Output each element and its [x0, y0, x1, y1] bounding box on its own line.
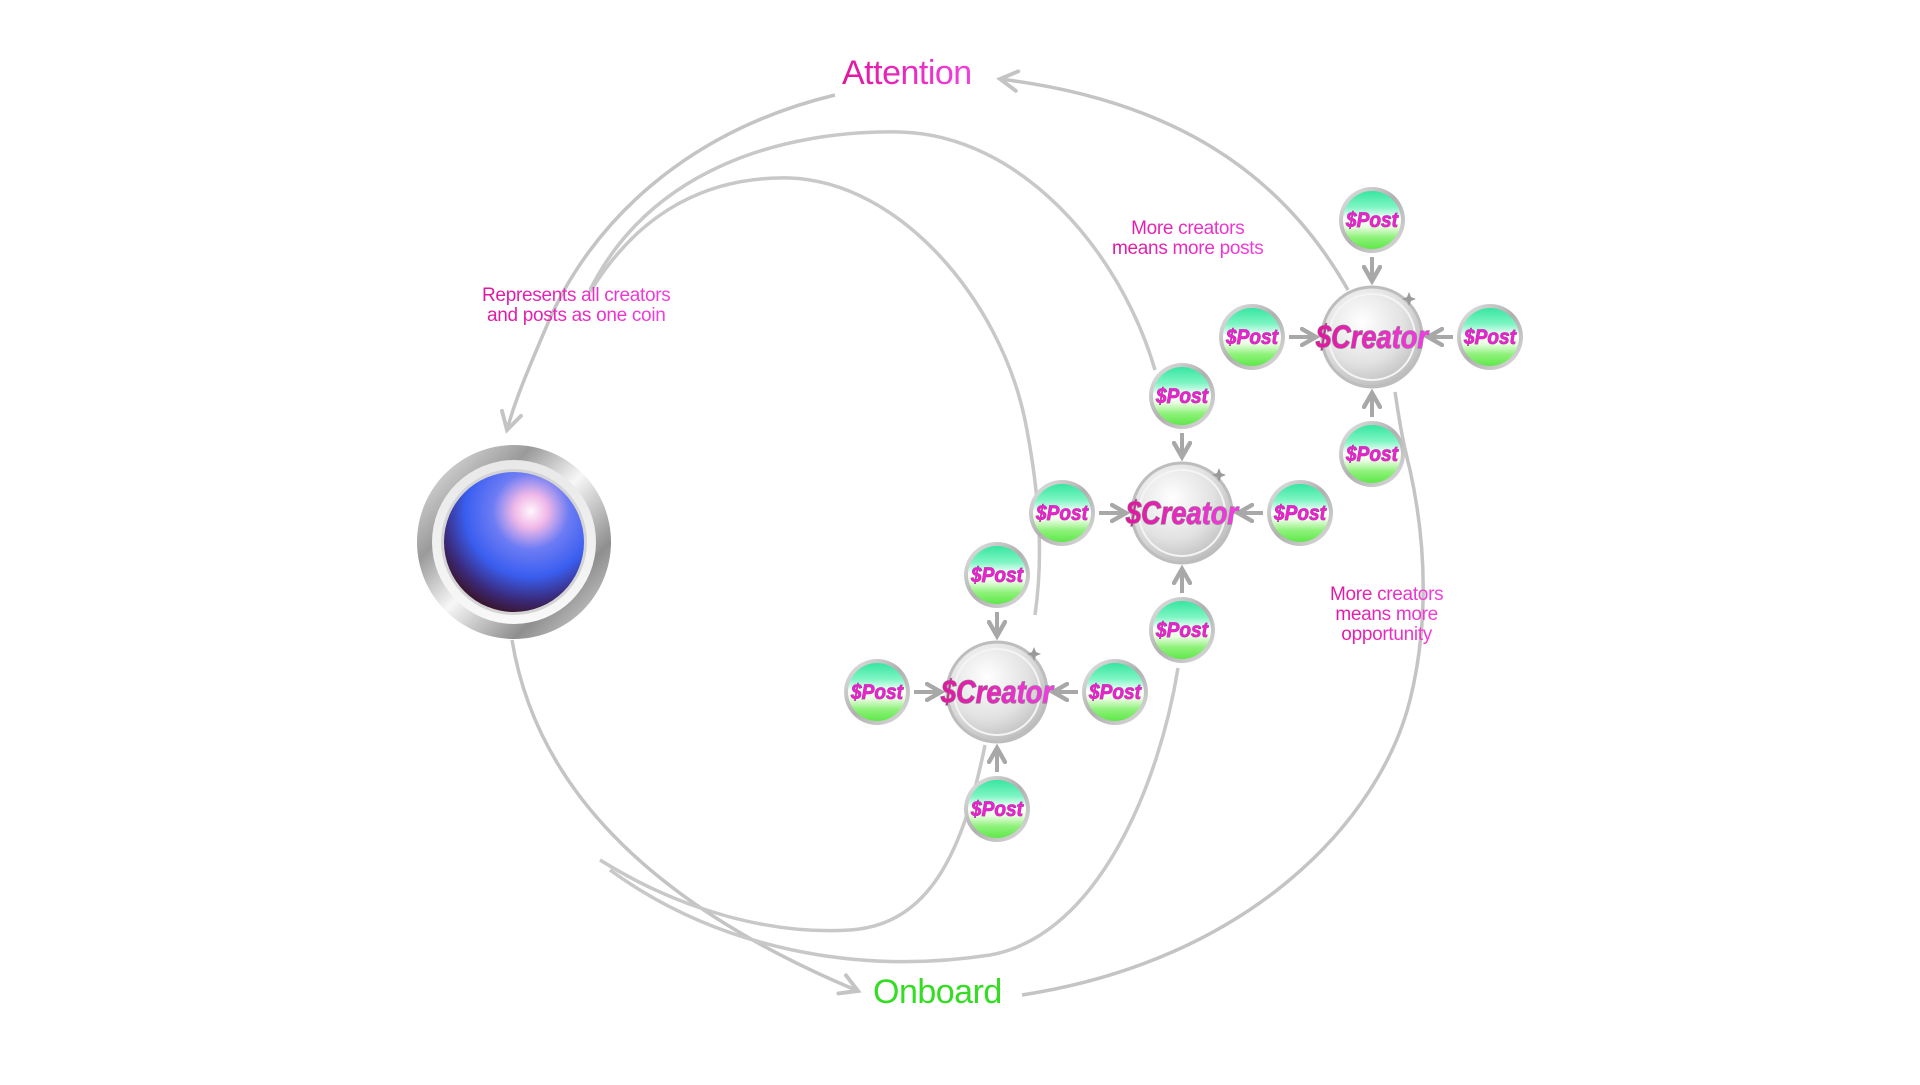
arc-bottom-inner — [599, 744, 987, 933]
more-posts-line-2: means more posts — [1112, 237, 1264, 259]
post-coin-top: $Post — [1339, 187, 1405, 253]
arc-attention-to-coin — [499, 93, 836, 434]
more-opportunity-line-2: means more — [1330, 604, 1443, 625]
post-coin-label: $Post — [1345, 209, 1399, 232]
more-posts-label: More creators means more posts — [1112, 219, 1264, 259]
attention-label: Attention — [842, 54, 972, 92]
post-coin-bottom: $Post — [1339, 421, 1405, 487]
represents-line-1: Represents all creators — [482, 285, 671, 306]
creator-middle: $Creator $Post $Post $Post $Post — [1029, 363, 1333, 663]
post-coin-label: $Post — [1345, 443, 1399, 466]
sparkle-icon — [1027, 647, 1041, 661]
post-coin-label: $Post — [850, 681, 904, 704]
arc-onboard-to-creator — [1021, 391, 1425, 997]
attention-text: Attention — [842, 54, 972, 92]
post-coin-label: $Post — [1088, 681, 1142, 704]
onboard-label: Onboard — [873, 973, 1002, 1011]
represents-line-2: and posts as one coin — [482, 305, 670, 326]
arc-to-middle-cluster — [588, 130, 1157, 371]
post-coin-label: $Post — [970, 798, 1024, 821]
creator-top-right: $Creator $Post $Post $Post $Post — [1219, 187, 1523, 487]
post-coin-label: $Post — [1225, 326, 1279, 349]
post-coin-top: $Post — [1149, 363, 1215, 429]
creator-coin-label: $Creator — [1125, 495, 1239, 531]
more-opportunity-line-1: More creators — [1330, 584, 1444, 605]
post-coin-right: $Post — [1267, 480, 1333, 546]
arc-coin-to-onboard — [510, 639, 862, 996]
post-coin-bottom: $Post — [1149, 597, 1215, 663]
post-coin-label: $Post — [1035, 502, 1089, 525]
post-coin-right: $Post — [1082, 659, 1148, 725]
represents-label: Represents all creators and posts as one… — [482, 285, 671, 326]
post-coin-bottom: $Post — [964, 776, 1030, 842]
sparkle-icon — [1402, 292, 1416, 306]
post-coin-label: $Post — [1273, 502, 1327, 525]
more-opportunity-label: More creators means more opportunity — [1330, 584, 1444, 645]
creator-coin-label: $Creator — [1315, 319, 1429, 355]
creator-coin: $Creator — [940, 640, 1055, 744]
arc-creator-to-attention — [996, 69, 1350, 291]
more-posts-line-1: More creators — [1112, 219, 1264, 239]
arc-bottom-middle — [608, 667, 1180, 964]
creator-clusters: $Creator $Post $Post $Post $Post $Creator $Pos… — [844, 187, 1523, 842]
post-coin-left: $Post — [1219, 304, 1285, 370]
creator-coin: $Creator — [1125, 461, 1240, 565]
post-coin-label: $Post — [1155, 619, 1209, 642]
post-coin-right: $Post — [1457, 304, 1523, 370]
creator-coin-label: $Creator — [940, 674, 1054, 710]
sparkle-icon — [1212, 468, 1226, 482]
creator-bottom-left: $Creator $Post $Post $Post $Post — [844, 542, 1148, 842]
more-opportunity-line-3: opportunity — [1330, 624, 1443, 645]
flow-arcs — [499, 69, 1425, 997]
post-coin-label: $Post — [970, 564, 1024, 587]
arc-to-bottom-left-cluster — [588, 176, 1042, 616]
post-coin-label: $Post — [1155, 385, 1209, 408]
creator-coin: $Creator — [1315, 285, 1430, 389]
main-coin — [417, 445, 611, 639]
post-coin-top: $Post — [964, 542, 1030, 608]
post-coin-left: $Post — [844, 659, 910, 725]
post-coin-left: $Post — [1029, 480, 1095, 546]
post-coin-label: $Post — [1463, 326, 1517, 349]
